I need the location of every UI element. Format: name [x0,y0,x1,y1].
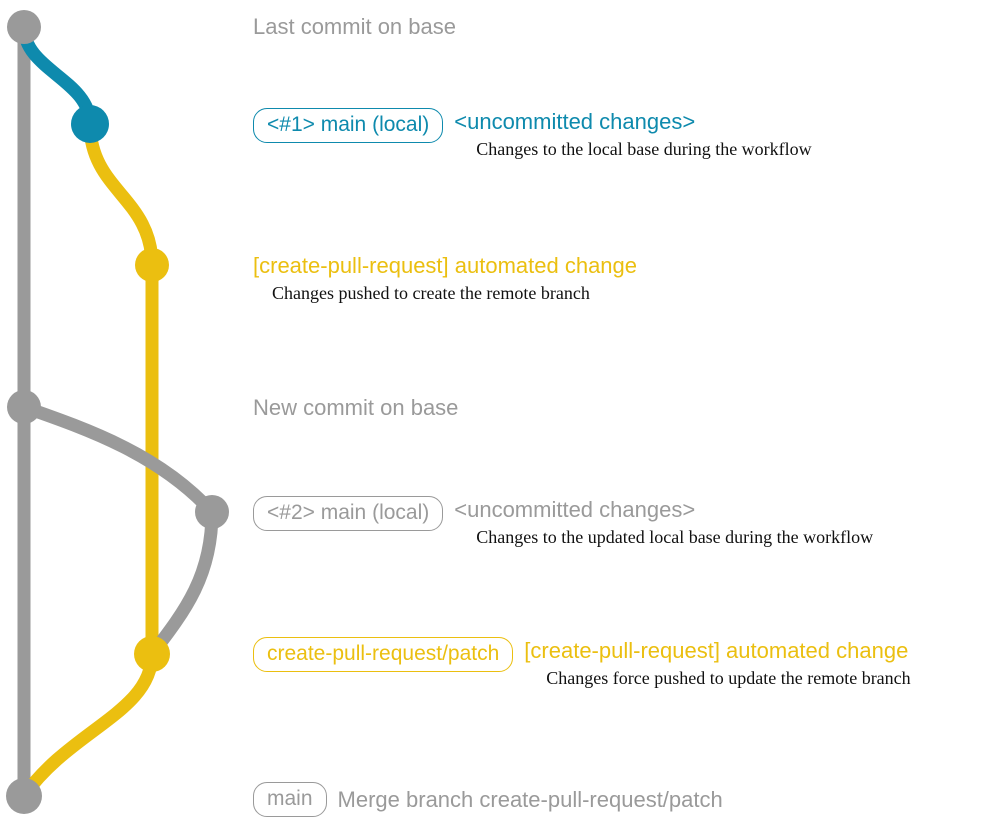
labeled-commit-patch-2: create-pull-request/patch [create-pull-r… [253,637,911,689]
edge-base-new-to-local-2 [17,400,219,519]
labeled-commit-local-1: <#1> main (local) <uncommitted changes> … [253,108,812,160]
labeled-commit-local-2: <#2> main (local) <uncommitted changes> … [253,496,873,548]
labeled-commit-merge: main Merge branch create-pull-request/pa… [253,782,723,817]
branch-badge-local-1[interactable]: <#1> main (local) [253,108,444,143]
commit-title-new-commit-on-base: New commit on base [253,395,459,420]
commit-description-automated-1: Changes pushed to create the remote bran… [272,283,590,303]
commit-node-base-head[interactable] [7,10,41,44]
commit-message-block-patch-2: [create-pull-request] automated change C… [524,637,910,689]
row-local-change-1: <#1> main (local) <uncommitted changes> … [253,108,812,160]
commit-node-local-2[interactable] [195,495,229,529]
commit-message-automated-1: [create-pull-request] automated change [253,253,638,278]
commit-message-automated-2: [create-pull-request] automated change [524,638,909,663]
branch-badge-main[interactable]: main [253,782,327,817]
row-automated-change-2: create-pull-request/patch [create-pull-r… [253,637,911,689]
row-automated-change-1: [create-pull-request] automated change C… [253,252,637,304]
edge-local-2-to-patch-2 [145,505,219,661]
commit-node-merge-main[interactable] [6,778,42,814]
commit-description-automated-2: Changes force pushed to update the remot… [546,668,911,688]
commit-message-block-local-2: <uncommitted changes> Changes to the upd… [454,496,873,548]
commit-description-local-2: Changes to the updated local base during… [476,527,874,547]
edge-patch-2-to-merge [17,647,159,803]
commit-message-merge: Merge branch create-pull-request/patch [337,787,723,812]
commit-message-local-1: <uncommitted changes> [454,109,696,134]
branch-badge-local-2[interactable]: <#2> main (local) [253,496,444,531]
row-new-commit-on-base: New commit on base [253,395,458,421]
commit-node-local-1[interactable] [71,105,109,143]
commit-node-base-new[interactable] [7,390,41,424]
commit-message-block-local-1: <uncommitted changes> Changes to the loc… [454,108,811,160]
edge-local-1-to-patch-1 [83,117,159,272]
row-local-change-2: <#2> main (local) <uncommitted changes> … [253,496,873,548]
commit-description-local-1: Changes to the local base during the wor… [476,139,812,159]
branch-badge-create-pull-request-patch[interactable]: create-pull-request/patch [253,637,514,672]
commit-node-patch-2[interactable] [134,636,170,672]
commit-node-patch-1[interactable] [135,248,169,282]
row-merge-commit: main Merge branch create-pull-request/pa… [253,782,723,817]
commit-message-local-2: <uncommitted changes> [454,497,696,522]
row-last-commit-on-base: Last commit on base [253,14,456,40]
commit-title-last-commit-on-base: Last commit on base [253,14,456,39]
